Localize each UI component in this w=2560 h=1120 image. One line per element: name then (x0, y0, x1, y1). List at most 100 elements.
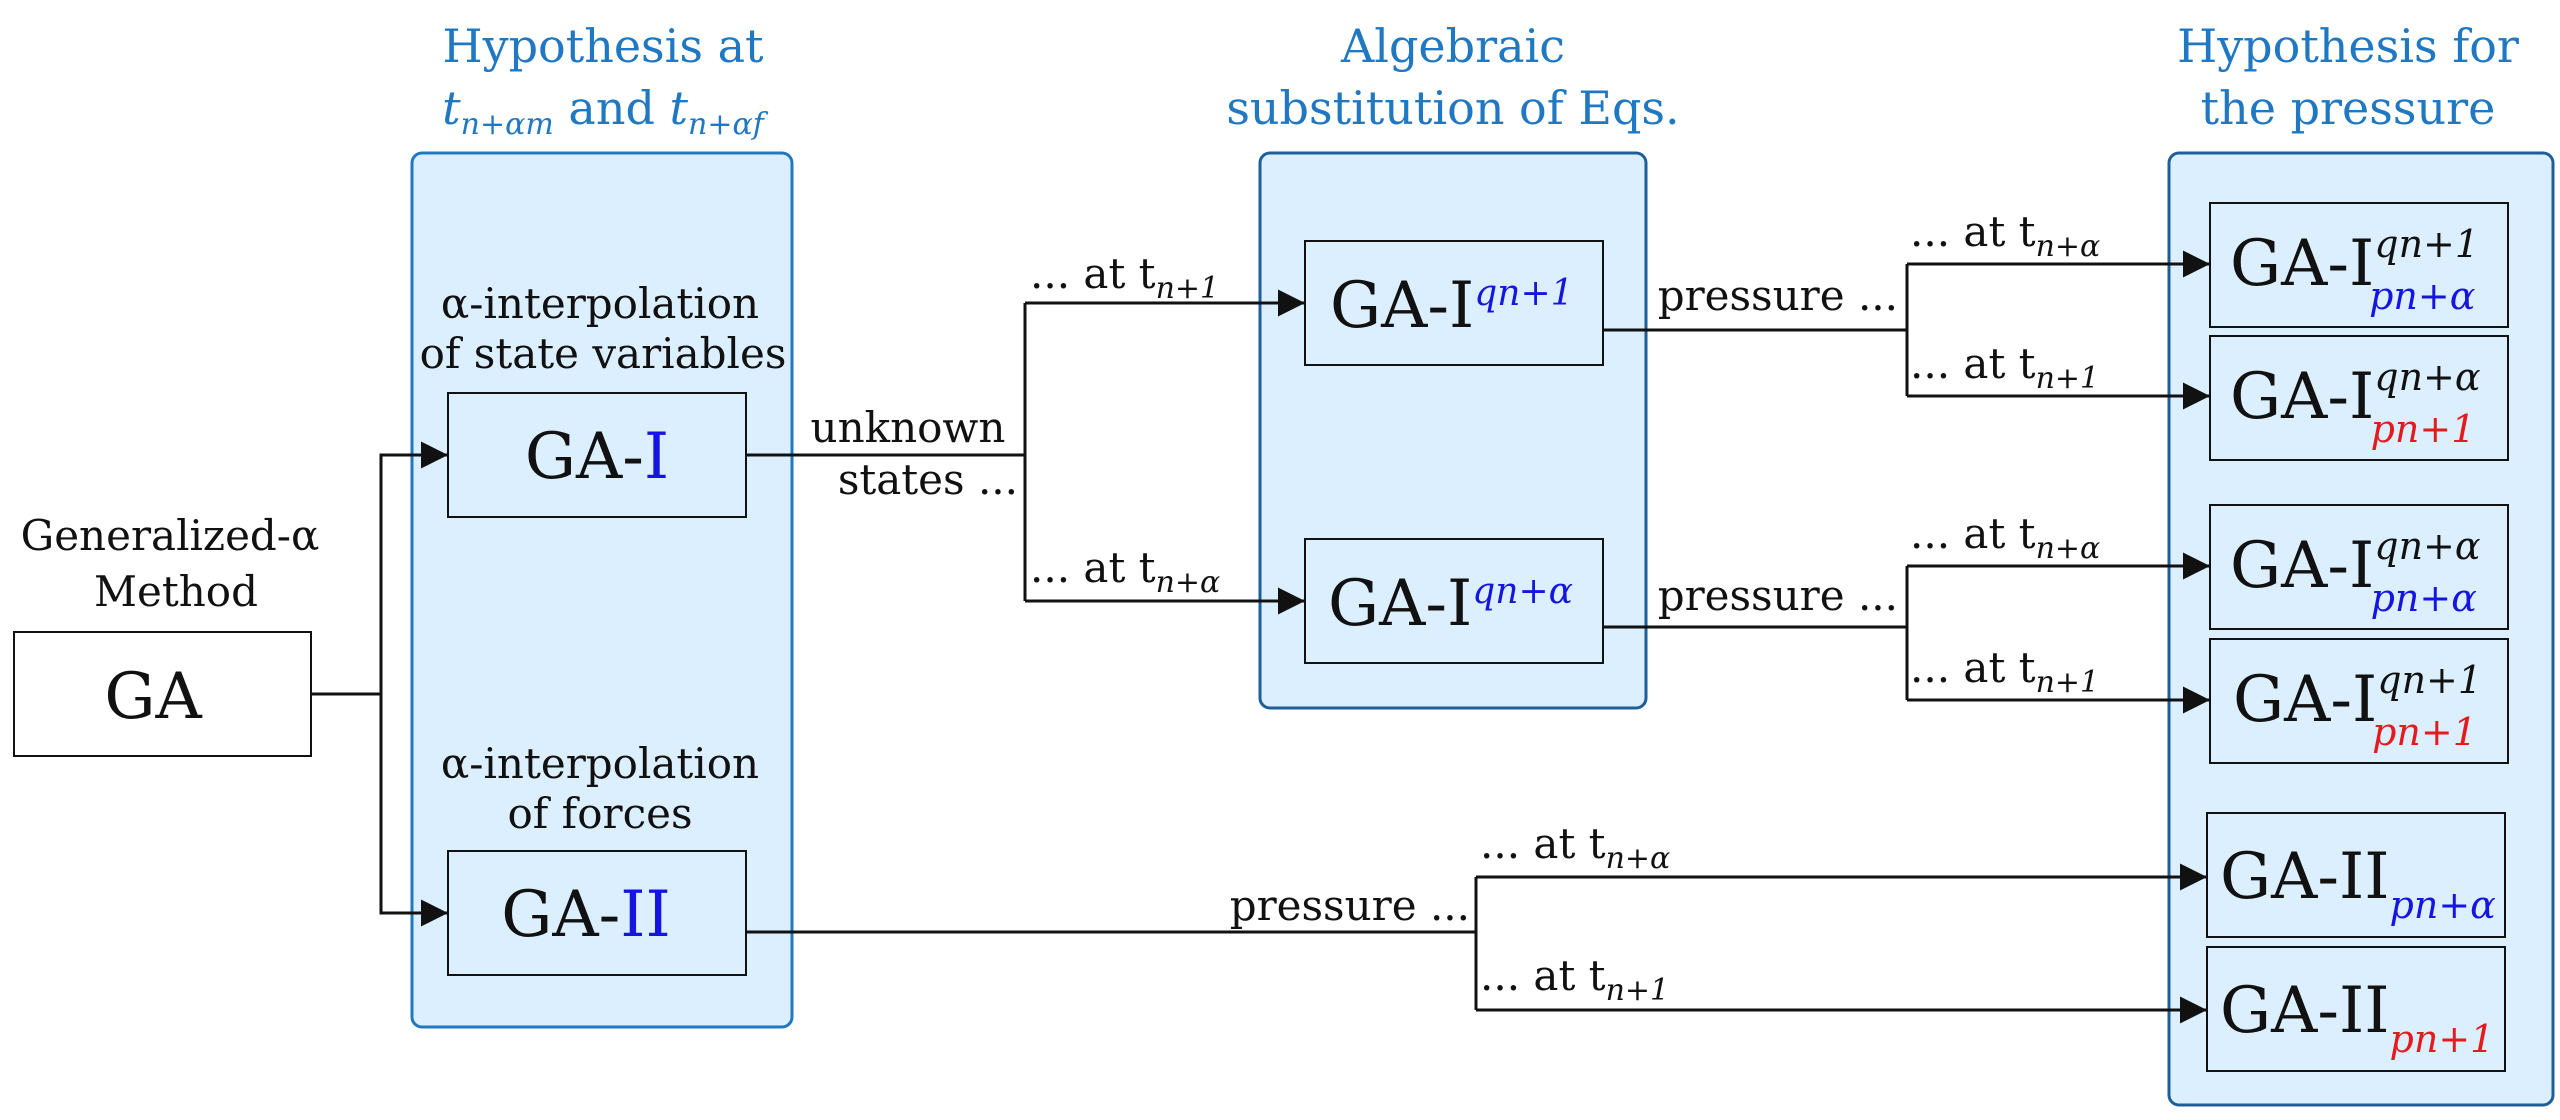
edge-label-at-n1: ... at tn+1 (1030, 249, 1219, 306)
ga1-qna-label: GA-Iqn+α (1328, 567, 1573, 641)
edge-label-sub: n+1 (1156, 271, 1220, 306)
result-base: GA-II (2220, 974, 2390, 1048)
result-box-5: GA-IIpn+α (2206, 812, 2506, 938)
ga1-base: GA- (525, 420, 644, 494)
ga2-base: GA- (501, 878, 620, 952)
edge-label-result-3: ... at tn+α (1910, 509, 2100, 566)
box-base: GA-I (1330, 269, 1474, 343)
edge-label-result-1: ... at tn+α (1910, 207, 2100, 264)
pressure-label-middle: pressure ... (1658, 571, 1898, 620)
box-sup: qn+1 (1474, 273, 1573, 314)
ga-box-label: GA (104, 660, 202, 734)
group-title-pressure-line1: Hypothesis for (2177, 19, 2519, 73)
result-box-frame (2209, 638, 2509, 764)
result-box-frame (2206, 812, 2506, 938)
result-box-frame (2206, 946, 2506, 1072)
result-base: GA-I (2233, 663, 2377, 737)
edge-label-text: ... at t (1030, 249, 1156, 298)
result-label: GA-IIpn+α (2220, 840, 2496, 927)
result-label: GA-Iqn+1 pn+α (2230, 222, 2479, 318)
group-title-hypothesis-line1: Hypothesis at (442, 19, 764, 73)
result-box-6: GA-IIpn+1 (2206, 946, 2506, 1072)
time-symbol: t (670, 81, 689, 135)
time-subscript: n+αf (688, 107, 769, 142)
result-sub: pn+α (2369, 274, 2475, 318)
method-title-line1: Generalized-α (21, 511, 320, 560)
edge-label-sub: n+α (1156, 565, 1221, 600)
method-title-line2: Method (94, 567, 258, 616)
result-sup: qn+1 (2374, 222, 2479, 266)
edge-label-text: ... at t (1910, 643, 2036, 692)
interp-forces-line1: α-interpolation (441, 739, 759, 788)
result-base: GA-II (2220, 840, 2390, 914)
group-title-algebraic-line1: Algebraic (1340, 19, 1565, 73)
edge-label-result-4: ... at tn+1 (1910, 643, 2099, 700)
pressure-label-lower: pressure ... (1230, 881, 1470, 930)
edge-label-result-6: ... at tn+1 (1480, 951, 1669, 1008)
group-panel-hypothesis (410, 151, 794, 1029)
result-label: GA-Iqn+α pn+1 (2230, 355, 2481, 451)
time-subscript: n+αm (461, 107, 554, 142)
title-connector: and (554, 81, 670, 135)
ga2-box (447, 850, 747, 976)
result-box-2: GA-Iqn+α pn+1 (2209, 335, 2509, 461)
ga1-mark: I (644, 420, 669, 494)
result-sub: pn+α (2371, 576, 2477, 620)
edge-label-sub: n+α (2036, 229, 2101, 264)
box-base: GA-I (1328, 567, 1472, 641)
group-title-algebraic-line2: substitution of Eqs. (1226, 81, 1679, 135)
ga1-qn1-label: GA-Iqn+1 (1330, 269, 1574, 343)
unknown-label-line2: states ... (838, 455, 1018, 504)
result-base: GA-I (2230, 360, 2374, 434)
edge-to-ga1 (379, 441, 448, 694)
edge-label-text: ... at t (1910, 207, 2036, 256)
ga1-box (447, 392, 747, 518)
result-sub: pn+α (2390, 883, 2496, 927)
box-sup: qn+α (1472, 571, 1573, 612)
result-box-1: GA-Iqn+1 pn+α (2209, 202, 2509, 328)
ga2-mark: II (620, 878, 671, 952)
edge-label-text: ... at t (1910, 509, 2036, 558)
result-base: GA-I (2230, 529, 2374, 603)
result-box-frame (2209, 202, 2509, 328)
result-box-frame (2209, 335, 2509, 461)
result-box-frame (2209, 504, 2509, 630)
time-symbol: t (442, 81, 461, 135)
result-sub: pn+1 (2372, 710, 2477, 754)
edge-label-sub: n+α (2036, 531, 2101, 566)
edge-label-sub: n+1 (2036, 665, 2100, 700)
result-sup: qn+1 (2377, 658, 2482, 702)
ga1-box-label: GA-I (525, 420, 669, 494)
edge-label-text: ... at t (1910, 339, 2036, 388)
edge-label-text: ... at t (1030, 543, 1156, 592)
edge-label-result-5: ... at tn+α (1480, 819, 1670, 876)
edge-label-sub: n+1 (2036, 361, 2100, 396)
result-base: GA-I (2230, 227, 2374, 301)
result-sub: pn+1 (2390, 1017, 2495, 1061)
group-title-pressure-line2: the pressure (2201, 81, 2496, 135)
interp-state-line1: α-interpolation (441, 279, 759, 328)
edge-to-ga2 (379, 694, 448, 927)
group-title-hypothesis-line2: tn+αm and tn+αf (442, 81, 769, 142)
pressure-label-upper: pressure ... (1658, 271, 1898, 320)
ga1-qna-box (1304, 538, 1604, 664)
edge-label-sub: n+1 (1606, 973, 1670, 1008)
edge-label-sub: n+α (1606, 841, 1671, 876)
result-sub: pn+1 (2371, 407, 2476, 451)
edge-label-at-na: ... at tn+α (1030, 543, 1220, 600)
edge-label-text: ... at t (1480, 951, 1606, 1000)
interp-state-line2: of state variables (420, 329, 787, 378)
ga2-box-label: GA-II (501, 878, 671, 952)
ga1-qn1-box (1304, 240, 1604, 366)
result-label: GA-IIpn+1 (2220, 974, 2494, 1061)
edge-label-text: ... at t (1480, 819, 1606, 868)
interp-forces-line2: of forces (507, 789, 692, 838)
edge-label-result-2: ... at tn+1 (1910, 339, 2099, 396)
result-sup: qn+α (2374, 355, 2480, 399)
result-label: GA-Iqn+1 pn+1 (2233, 658, 2482, 754)
result-box-4: GA-Iqn+1 pn+1 (2209, 638, 2509, 764)
unknown-label-line1: unknown (811, 403, 1006, 452)
